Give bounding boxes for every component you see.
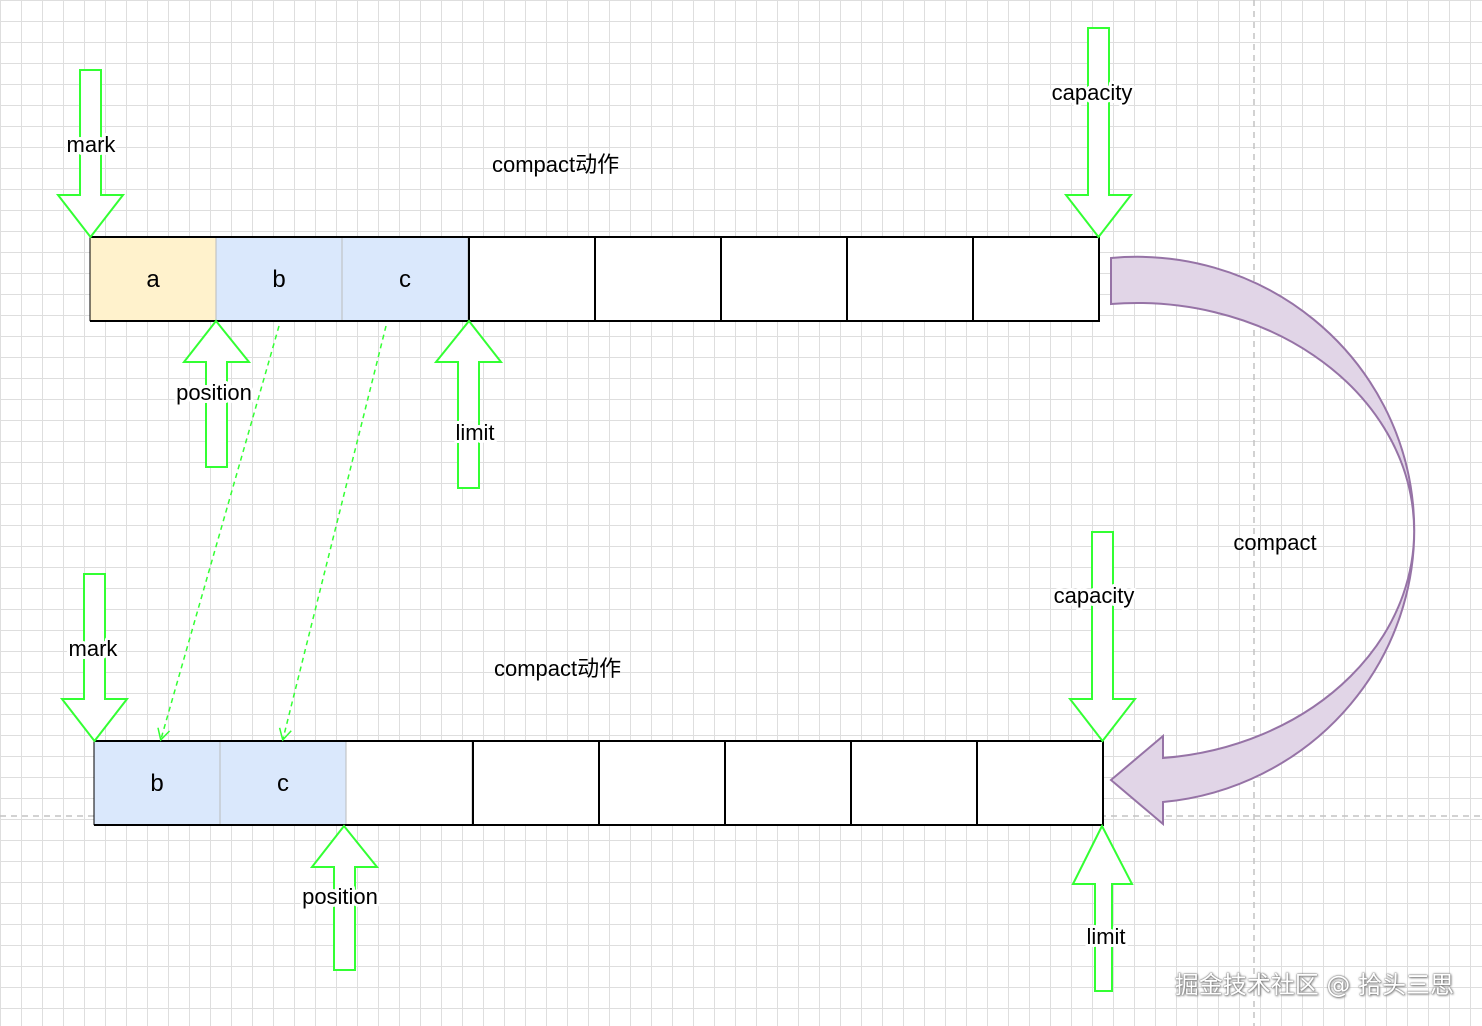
top-position-label: position xyxy=(176,380,252,405)
top-mark-arrow xyxy=(55,69,126,239)
bottom-capacity-label: capacity xyxy=(1054,583,1135,608)
top-cell-5 xyxy=(720,236,848,322)
top-capacity-label: capacity xyxy=(1052,80,1133,105)
bottom-cell-2 xyxy=(345,740,473,826)
bottom-limit-arrow xyxy=(1071,823,1134,992)
bottom-position-label: position xyxy=(302,884,378,909)
bottom-cell-4 xyxy=(598,740,726,826)
bottom-cell-6 xyxy=(850,740,978,826)
bottom-cell-5 xyxy=(724,740,852,826)
top-cell-label-1: b xyxy=(272,266,285,293)
top-cell-6 xyxy=(846,236,974,322)
bottom-mark-arrow xyxy=(59,573,130,743)
bottom-capacity-arrow xyxy=(1067,531,1138,743)
bottom-cell-label-1: c xyxy=(277,770,289,797)
top-cell-4 xyxy=(594,236,722,322)
bottom-buffer: b c xyxy=(93,740,1104,826)
top-capacity-arrow xyxy=(1063,27,1134,239)
top-cell-label-0: a xyxy=(146,266,160,293)
bottom-cell-1 xyxy=(219,740,347,826)
top-limit-label: limit xyxy=(455,420,494,445)
top-mark-label: mark xyxy=(67,132,117,157)
top-limit-arrow xyxy=(433,319,504,489)
top-buffer: a b c xyxy=(89,236,1100,322)
compact-label: compact xyxy=(1233,530,1316,555)
compact-curved-arrow xyxy=(1109,255,1416,827)
move-c-arrow xyxy=(278,325,387,742)
watermark: 掘金技术社区 @ 拾头三思 xyxy=(1174,971,1454,999)
top-position-arrow xyxy=(181,319,252,468)
top-cell-label-2: c xyxy=(399,266,411,293)
bottom-title: compact动作 xyxy=(494,656,621,681)
top-cell-7 xyxy=(972,236,1100,322)
bottom-limit-label: limit xyxy=(1086,924,1125,949)
top-cell-3 xyxy=(468,236,596,322)
bottom-cell-label-0: b xyxy=(150,770,163,797)
bottom-cell-3 xyxy=(472,740,600,826)
top-title: compact动作 xyxy=(492,152,619,177)
bottom-mark-label: mark xyxy=(69,636,119,661)
bottom-cell-7 xyxy=(976,740,1104,826)
top-cell-1 xyxy=(215,236,343,322)
bottom-position-arrow xyxy=(309,824,380,971)
